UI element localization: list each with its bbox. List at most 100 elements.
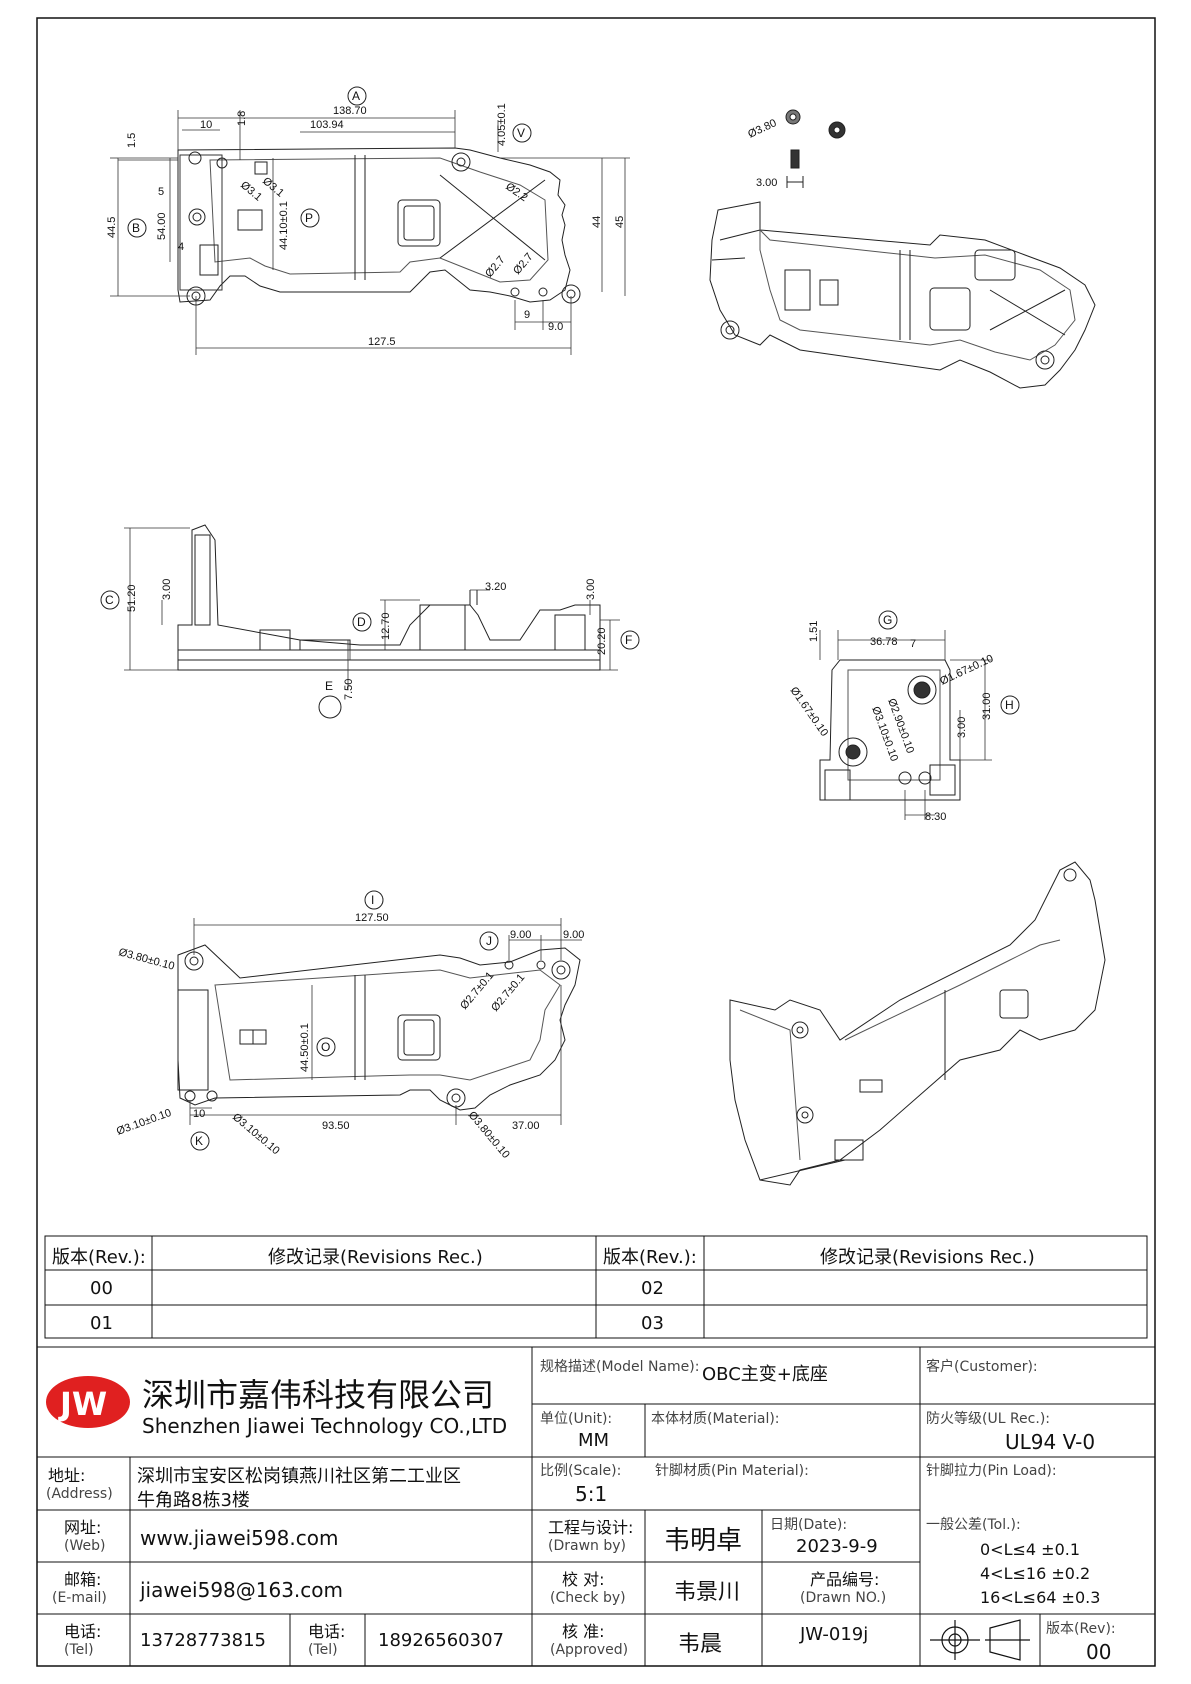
title-block-grid bbox=[36, 1346, 1156, 1667]
pin-load-label: 针脚拉力(Pin Load): bbox=[926, 1463, 1057, 1479]
callout-e: E bbox=[325, 679, 333, 693]
side-view bbox=[124, 524, 620, 690]
dim-54: 54.00 bbox=[156, 212, 168, 240]
pins-detail bbox=[785, 109, 846, 188]
dim-1-5: 1.5 bbox=[126, 133, 138, 148]
dim-3-00: 3.00 bbox=[956, 717, 968, 738]
scale-value: 5:1 bbox=[575, 1482, 608, 1506]
revision-table bbox=[44, 1235, 1148, 1339]
end-view bbox=[819, 630, 992, 820]
end-view-dimensions: G 1.51 36.78 7 Ø1.67±0.10 Ø1.67±0.10 Ø2.… bbox=[788, 610, 1020, 823]
dim-10-bottom: 10 bbox=[193, 1108, 205, 1120]
callout-j: J bbox=[486, 934, 492, 948]
address-line2: 牛角路8栋3楼 bbox=[137, 1490, 250, 1511]
dim-1-8: 1.8 bbox=[236, 111, 248, 126]
iso-view-top bbox=[709, 201, 1096, 389]
tel-value-2: 18926560307 bbox=[378, 1630, 504, 1651]
check-label-en: (Check by) bbox=[550, 1590, 626, 1606]
model-value: OBC主变+底座 bbox=[702, 1364, 828, 1385]
rev-header-left: 版本(Rev.): bbox=[52, 1247, 146, 1268]
dim-51-20: 51.20 bbox=[126, 584, 138, 612]
tel-label-en-2: (Tel) bbox=[308, 1642, 338, 1658]
web-value: www.jiawei598.com bbox=[140, 1526, 339, 1550]
callout-a: A bbox=[352, 89, 360, 103]
dim-d2-7b: Ø2.7 bbox=[511, 251, 536, 277]
drawn-label-cn: 工程与设计: bbox=[548, 1518, 634, 1537]
dim-44: 44 bbox=[591, 216, 603, 228]
dim-5: 5 bbox=[158, 186, 164, 198]
dim-10: 10 bbox=[200, 119, 212, 131]
callout-b: B bbox=[132, 221, 140, 235]
tel-value-1: 13728773815 bbox=[140, 1630, 266, 1651]
approved-label-cn: 核 准: bbox=[562, 1622, 605, 1641]
projection-symbol-icon bbox=[930, 1619, 1030, 1661]
scale-label: 比例(Scale): bbox=[540, 1463, 622, 1479]
dim-3-00b: 3.00 bbox=[585, 579, 597, 600]
unit-label: 单位(Unit): bbox=[540, 1411, 613, 1427]
unit-value: MM bbox=[578, 1430, 610, 1451]
side-view-dimensions: C 51.20 3.00 D 12.70 3.20 3.00 20.20 F E… bbox=[100, 579, 640, 719]
top-view bbox=[110, 110, 630, 355]
callout-k: K bbox=[195, 1134, 203, 1148]
dim-overall: 138.70 bbox=[333, 105, 367, 117]
date-label: 日期(Date): bbox=[770, 1517, 848, 1533]
date-value: 2023-9-9 bbox=[796, 1536, 878, 1557]
dim-93-50: 93.50 bbox=[322, 1120, 350, 1132]
dim-3-00a: 3.00 bbox=[161, 579, 173, 600]
dim-37-00: 37.00 bbox=[512, 1120, 540, 1132]
tol-row-1: 0<L≤4 ±0.1 bbox=[980, 1540, 1081, 1559]
tel-label-en: (Tel) bbox=[64, 1642, 94, 1658]
dim-9-0: 9.0 bbox=[548, 321, 563, 333]
callout-f: F bbox=[625, 633, 632, 647]
approved-value: 韦晨 bbox=[678, 1632, 723, 1657]
dim-36-78: 36.78 bbox=[870, 636, 898, 648]
callout-o: O bbox=[321, 1040, 330, 1054]
address-label-cn: 地址: bbox=[48, 1466, 86, 1485]
dim-4: 4 bbox=[178, 241, 184, 253]
pins-dim-d3-80: Ø3.80 bbox=[746, 117, 778, 141]
company-name-en: Shenzhen Jiawei Technology CO.,LTD bbox=[142, 1414, 508, 1438]
email-label-en: (E-mail) bbox=[52, 1590, 107, 1606]
rev-row-01: 01 bbox=[90, 1313, 113, 1334]
company-name-cn: 深圳市嘉伟科技有限公司 bbox=[142, 1376, 495, 1414]
pin-material-label: 针脚材质(Pin Material): bbox=[655, 1463, 809, 1479]
dim-4-05: 4.05±0.1 bbox=[496, 103, 508, 146]
rev-label: 版本(Rev): bbox=[1046, 1621, 1116, 1637]
dim-127-5: 127.5 bbox=[368, 336, 396, 348]
dim-44-5: 44.5 bbox=[106, 217, 118, 238]
dim-d1-67b: Ø1.67±0.10 bbox=[938, 653, 995, 688]
callout-v: V bbox=[517, 126, 525, 140]
dim-7: 7 bbox=[910, 638, 916, 650]
logo-text: JW bbox=[58, 1385, 107, 1423]
customer-label: 客户(Customer): bbox=[926, 1359, 1038, 1375]
dim-45: 45 bbox=[614, 216, 626, 228]
dim-9: 9 bbox=[524, 309, 530, 321]
dim-d3-10b: Ø3.10±0.10 bbox=[230, 1111, 282, 1157]
tol-label: 一般公差(Tol.): bbox=[926, 1517, 1021, 1533]
dim-d3-80b: Ø3.80±0.10 bbox=[466, 1109, 512, 1161]
dim-1-51: 1.51 bbox=[808, 621, 820, 642]
check-label-cn: 校 对: bbox=[562, 1570, 605, 1589]
dim-d3-10a: Ø3.10±0.10 bbox=[115, 1107, 173, 1138]
bottom-view bbox=[177, 918, 582, 1125]
callout-p: P bbox=[305, 211, 313, 225]
email-value: jiawei598@163.com bbox=[140, 1578, 344, 1602]
check-value: 韦景川 bbox=[674, 1580, 741, 1605]
tel-label-cn: 电话: bbox=[64, 1622, 102, 1641]
tol-row-2: 4<L≤16 ±0.2 bbox=[980, 1564, 1091, 1583]
ul-value: UL94 V-0 bbox=[1005, 1430, 1096, 1454]
address-line1: 深圳市宝安区松岗镇燕川社区第二工业区 bbox=[137, 1466, 461, 1487]
dim-9-00b: 9.00 bbox=[563, 929, 584, 941]
callout-d: D bbox=[357, 615, 366, 629]
material-label: 本体材质(Material): bbox=[651, 1411, 780, 1427]
callout-g: G bbox=[883, 613, 892, 627]
rev-value: 00 bbox=[1086, 1640, 1112, 1664]
address-label-en: (Address) bbox=[46, 1486, 113, 1502]
dim-3-20: 3.20 bbox=[485, 581, 506, 593]
tel-label-cn-2: 电话: bbox=[308, 1622, 346, 1641]
dim-44-50: 44.50±0.1 bbox=[299, 1023, 311, 1072]
callout-c: C bbox=[105, 593, 114, 607]
dim-9-00a: 9.00 bbox=[510, 929, 531, 941]
rev-row-02: 02 bbox=[641, 1278, 664, 1299]
